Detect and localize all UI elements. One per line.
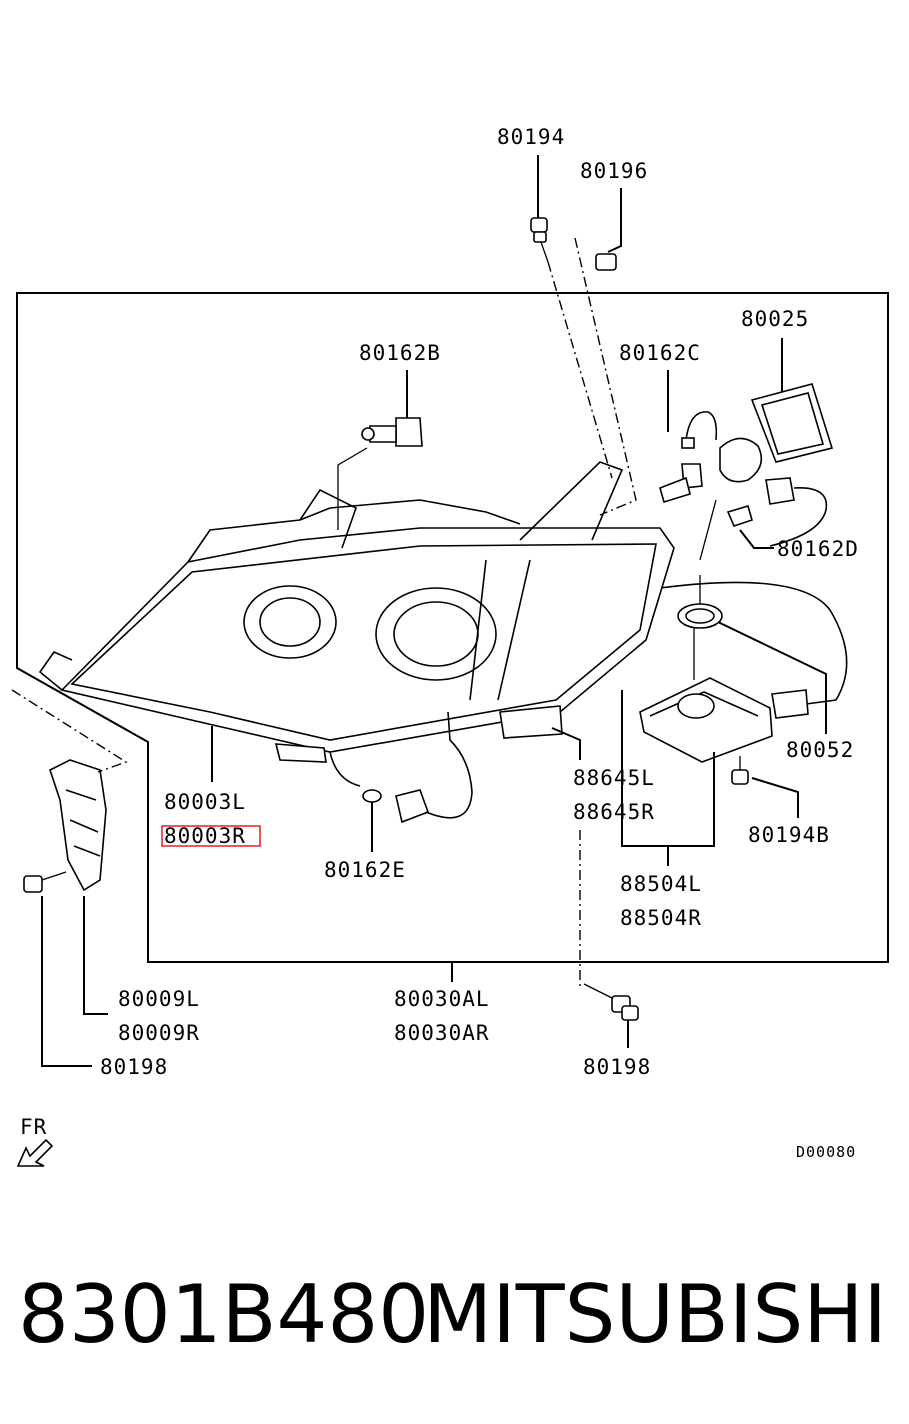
label-88504R: 88504R xyxy=(620,906,702,930)
label-80009R: 80009R xyxy=(118,1021,200,1045)
label-80162B: 80162B xyxy=(359,341,441,365)
label-fr: FR xyxy=(20,1115,47,1139)
label-80030AR: 80030AR xyxy=(394,1021,490,1045)
highlight-80003R xyxy=(161,825,261,847)
label-80162D: 80162D xyxy=(777,537,859,561)
screw-80198b xyxy=(583,983,639,1048)
headlamp-exploded-diagram: 80194 80196 80025 80162B 80162C 80162D 8… xyxy=(11,125,889,1167)
label-80194B: 80194B xyxy=(748,823,830,847)
label-80198-right: 80198 xyxy=(583,1055,651,1079)
brand-name: MITSUBISHI xyxy=(423,1268,887,1361)
bulb-80162B xyxy=(337,370,423,530)
wire-80052 xyxy=(659,581,848,734)
label-80194: 80194 xyxy=(497,125,565,149)
label-80052: 80052 xyxy=(786,738,854,762)
label-88645R: 88645R xyxy=(573,800,655,824)
label-80009L: 80009L xyxy=(118,987,200,1011)
label-88645L: 88645L xyxy=(573,766,655,790)
label-80196: 80196 xyxy=(580,159,648,183)
bracket-80009 xyxy=(11,689,128,1015)
clip-80196 xyxy=(574,188,637,516)
ring-80025 xyxy=(719,338,834,483)
grommet-88645 xyxy=(677,575,723,680)
socket-80162E xyxy=(362,711,473,852)
label-80162E: 80162E xyxy=(324,858,406,882)
front-arrow-icon xyxy=(16,1138,54,1167)
label-80025: 80025 xyxy=(741,307,809,331)
diagram-code: D00080 xyxy=(796,1143,856,1161)
screw-80194B xyxy=(731,756,799,818)
label-80003R: 80003R xyxy=(164,824,246,848)
connector-80162D xyxy=(699,477,828,561)
bulb-80162C xyxy=(659,370,718,504)
footer: 8301B480 MITSUBISHI xyxy=(0,1265,909,1365)
screw-80198a xyxy=(23,871,92,1067)
assembly-frame xyxy=(16,292,889,963)
screw-80194 xyxy=(530,155,613,479)
label-80030AL: 80030AL xyxy=(394,987,490,1011)
leader-88645 xyxy=(551,727,581,760)
label-80162C: 80162C xyxy=(619,341,701,365)
label-88504L: 88504L xyxy=(620,872,702,896)
headlamp-housing xyxy=(38,461,675,787)
label-80003L: 80003L xyxy=(164,790,246,814)
ballast-88504 xyxy=(621,677,773,866)
label-80198-left: 80198 xyxy=(100,1055,168,1079)
part-number: 8301B480 xyxy=(18,1268,430,1361)
